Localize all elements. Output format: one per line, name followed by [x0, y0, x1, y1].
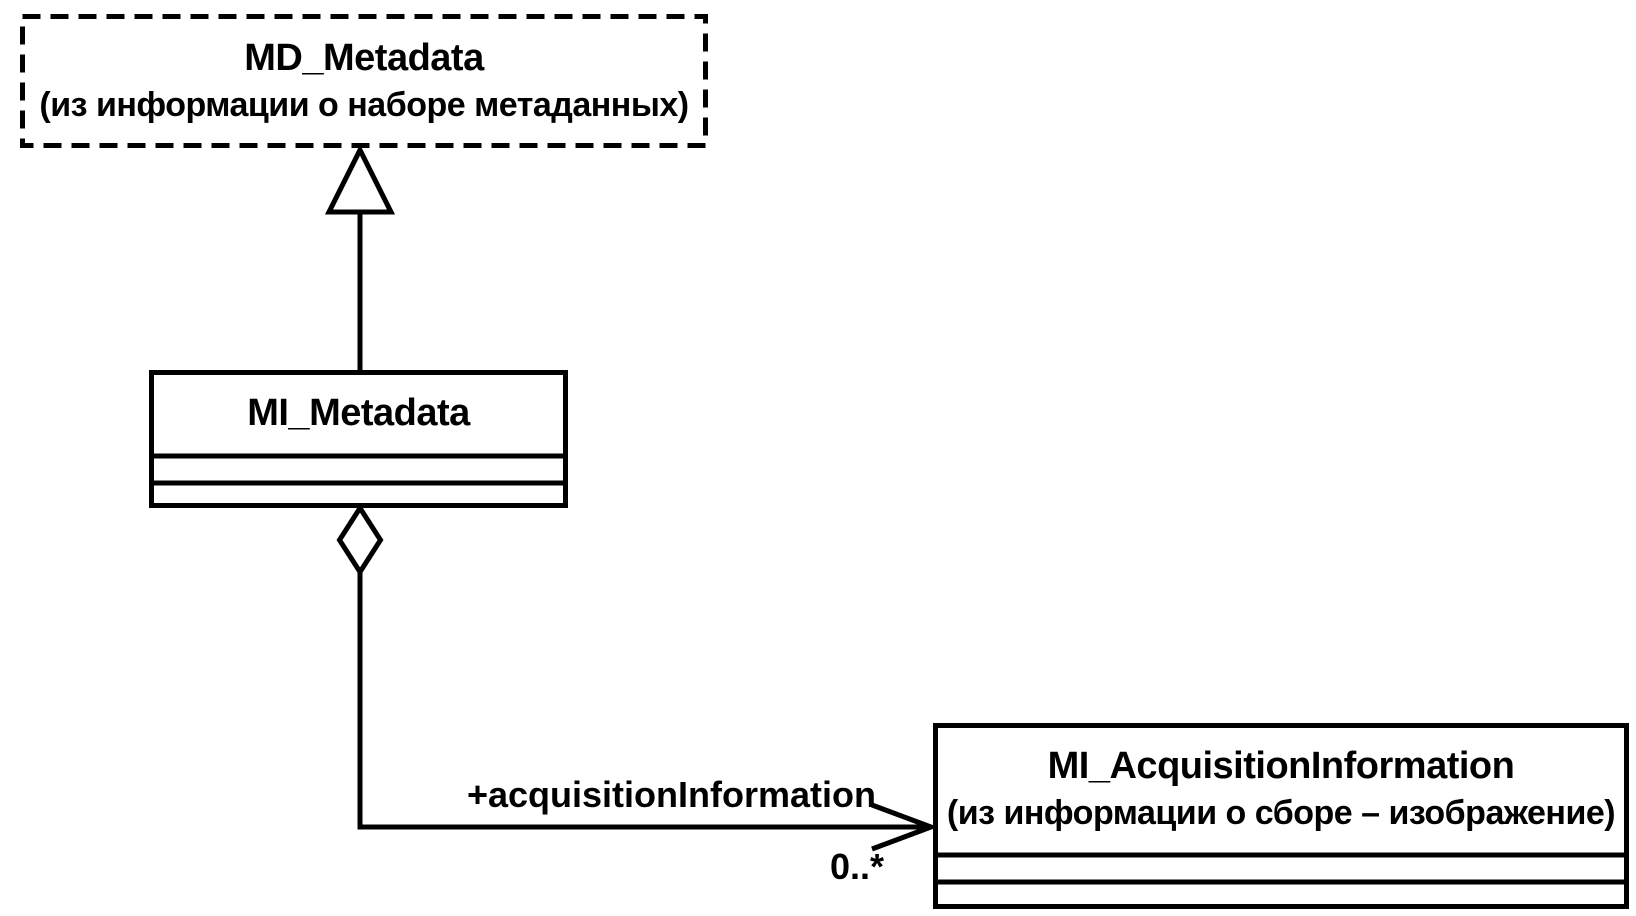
mi-metadata-class-name: MI_Metadata	[247, 392, 470, 434]
mi-acquisitioninformation-class-box	[933, 723, 1629, 909]
md-metadata-class-box	[20, 14, 708, 148]
aggregation-diamond-icon	[336, 503, 384, 577]
mi-acquisitioninformation-class-name: MI_AcquisitionInformation	[1047, 745, 1515, 787]
generalization-triangle-icon	[324, 144, 396, 215]
md-metadata-class-header: MD_Metadata (из информации о наборе мета…	[20, 14, 708, 148]
association-arrowhead-icon	[871, 802, 939, 852]
md-metadata-class-note: (из информации о наборе метаданных)	[39, 86, 689, 124]
aggregation-line	[357, 572, 930, 830]
aggregation-role-label: +acquisitionInformation	[466, 774, 876, 815]
aggregation-multiplicity-label: 0..*	[829, 846, 884, 887]
mi-acquisitioninformation-class-header: MI_AcquisitionInformation (из информации…	[933, 723, 1629, 855]
mi-acquisitioninformation-class-note: (из информации о сборе – изображение)	[946, 794, 1616, 832]
md-metadata-class-name: MD_Metadata	[244, 37, 484, 79]
mi-metadata-class-header: MI_Metadata	[149, 370, 568, 456]
